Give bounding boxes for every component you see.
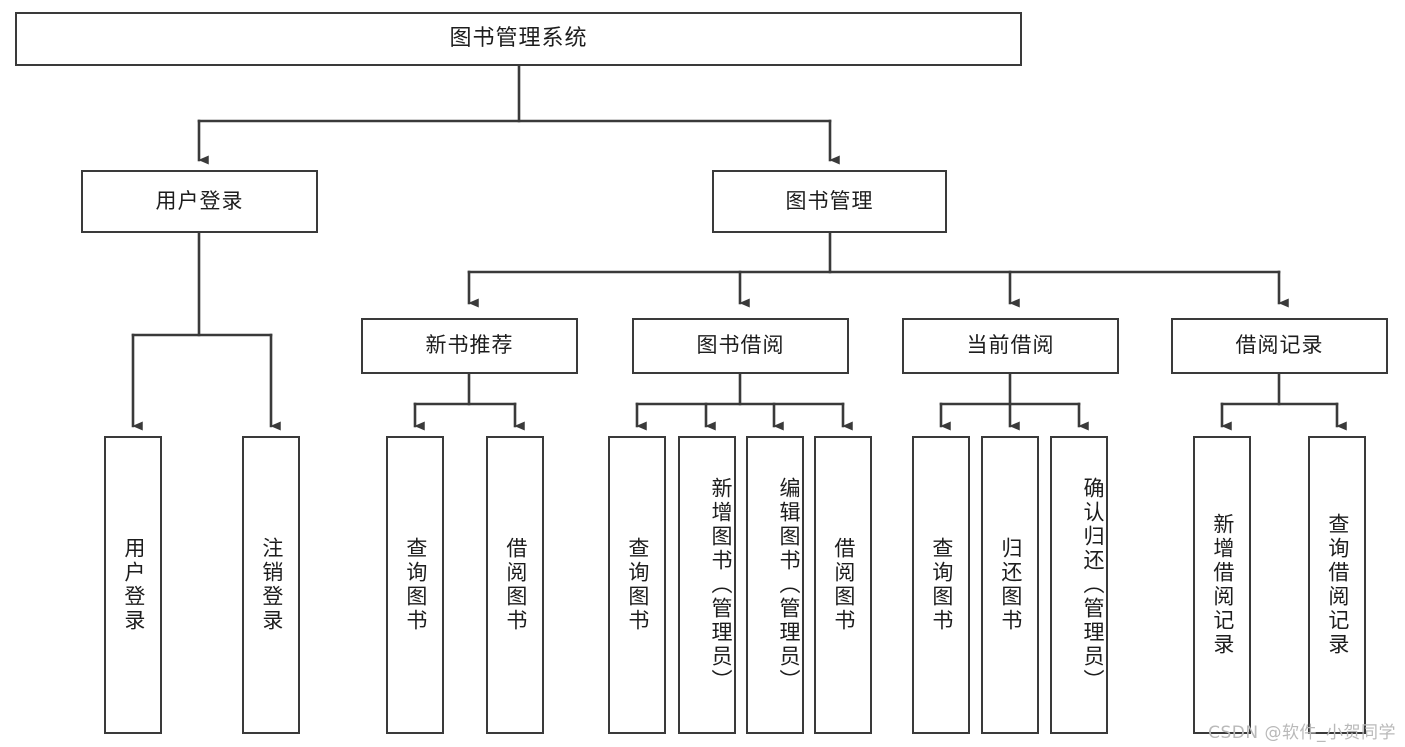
node-label: 用户登录: [155, 188, 244, 213]
node-label: 图书管理系统: [449, 25, 588, 51]
node-label: 新书推荐: [425, 333, 514, 358]
leaf-current-borrow-query-book[interactable]: 查询图书: [912, 436, 970, 734]
node-label: 查询图书: [403, 537, 428, 633]
node-label: 查询图书: [625, 537, 650, 633]
node-new-book-recommend[interactable]: 新书推荐: [361, 318, 578, 374]
node-label: 归还图书: [998, 537, 1023, 633]
leaf-book-borrow-query-book[interactable]: 查询图书: [608, 436, 666, 734]
leaf-user-login-login[interactable]: 用户登录: [104, 436, 162, 734]
leaf-current-borrow-confirm-return-admin[interactable]: 确认归还（管理员）: [1050, 436, 1108, 734]
node-label: 查询借阅记录: [1325, 513, 1350, 657]
node-label: 图书管理: [785, 188, 874, 213]
leaf-new-book-query-book[interactable]: 查询图书: [386, 436, 444, 734]
node-label: 借阅图书: [503, 537, 528, 633]
node-current-borrow[interactable]: 当前借阅: [902, 318, 1119, 374]
leaf-book-borrow-borrow-book[interactable]: 借阅图书: [814, 436, 872, 734]
leaf-borrow-record-add-record[interactable]: 新增借阅记录: [1193, 436, 1251, 734]
node-book-management[interactable]: 图书管理: [712, 170, 947, 233]
csdn-watermark: CSDN @软件_小贺同学: [1208, 723, 1396, 743]
leaf-book-borrow-add-book-admin[interactable]: 新增图书（管理员）: [678, 436, 736, 734]
node-label: 确认归还（管理员）: [1081, 477, 1105, 693]
node-label: 查询图书: [929, 537, 954, 633]
leaf-user-login-logout[interactable]: 注销登录: [242, 436, 300, 734]
leaf-book-borrow-edit-book-admin[interactable]: 编辑图书（管理员）: [746, 436, 804, 734]
node-label: 编辑图书（管理员）: [777, 477, 801, 693]
node-user-login[interactable]: 用户登录: [81, 170, 318, 233]
node-book-borrow[interactable]: 图书借阅: [632, 318, 849, 374]
node-label: 借阅记录: [1235, 333, 1324, 358]
leaf-current-borrow-return-book[interactable]: 归还图书: [981, 436, 1039, 734]
node-label: 当前借阅: [966, 333, 1055, 358]
node-label: 借阅图书: [831, 537, 856, 633]
node-root-book-management-system[interactable]: 图书管理系统: [15, 12, 1022, 66]
node-label: 新增图书（管理员）: [709, 477, 733, 693]
node-label: 新增借阅记录: [1210, 513, 1235, 657]
node-label: 图书借阅: [696, 333, 785, 358]
node-label: 注销登录: [259, 537, 284, 633]
node-label: 用户登录: [121, 537, 146, 633]
node-borrow-record[interactable]: 借阅记录: [1171, 318, 1388, 374]
leaf-borrow-record-query-record[interactable]: 查询借阅记录: [1308, 436, 1366, 734]
leaf-new-book-borrow-book[interactable]: 借阅图书: [486, 436, 544, 734]
